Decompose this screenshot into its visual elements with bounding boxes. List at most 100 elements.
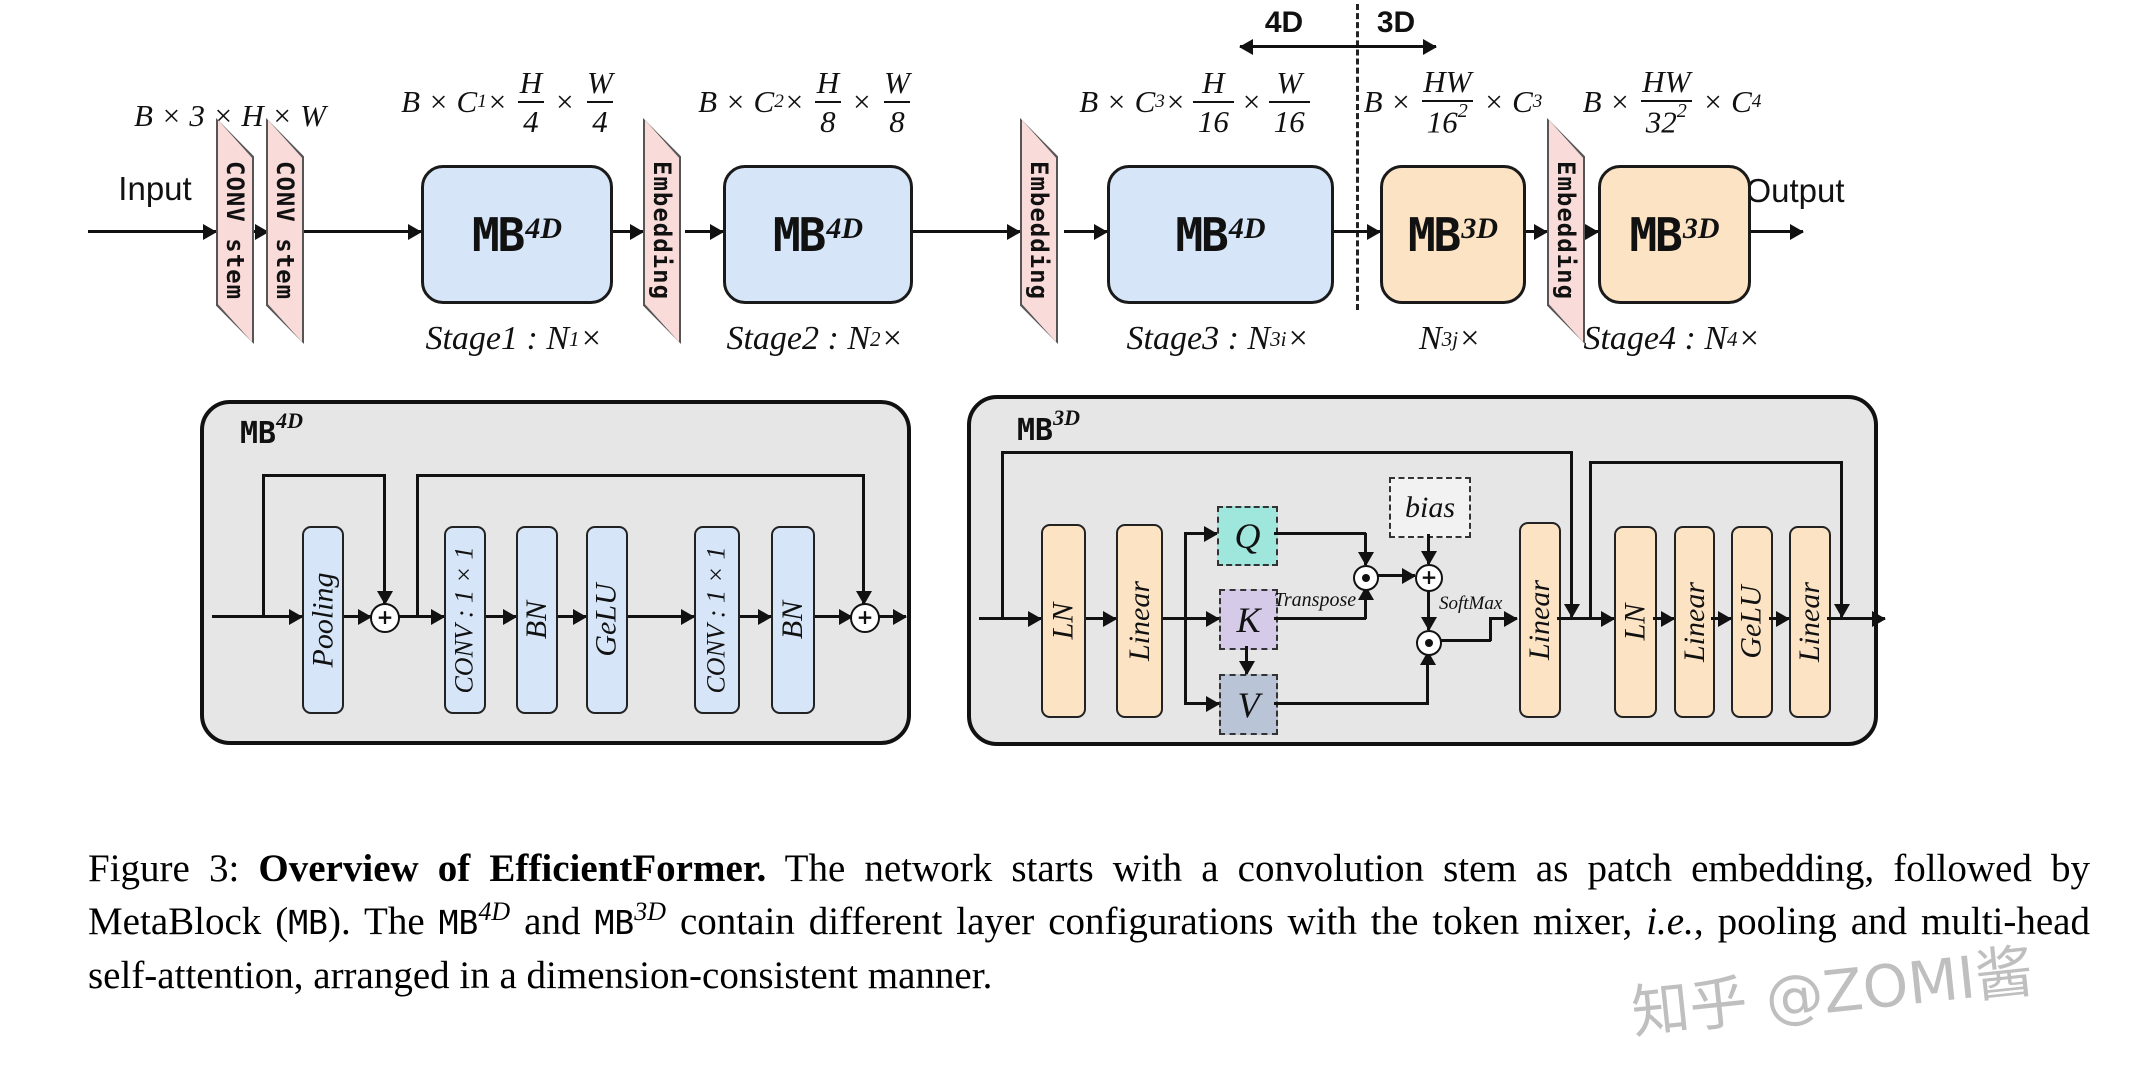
ln-block-2: LN <box>1614 526 1657 718</box>
residual-line <box>262 474 265 616</box>
softmax-arrow <box>1427 588 1430 630</box>
embedding-2: Embedding <box>1020 118 1058 344</box>
attn-out-line <box>1438 639 1491 642</box>
mb3d-panel-title: MB3D <box>1017 405 1081 448</box>
residual-arrow <box>383 474 386 604</box>
flow-arrow-4d-3d <box>1328 230 1380 233</box>
flow-arrow <box>554 615 586 618</box>
flow-arrow-q <box>1184 532 1217 535</box>
input-label: Input <box>118 170 192 207</box>
dimension-divider-dashed-line <box>1356 4 1359 310</box>
flow-arrow <box>607 230 643 233</box>
bias-arrow <box>1427 534 1430 564</box>
conv-stem-2: CONV stem <box>266 118 304 344</box>
add-node-icon: + <box>1415 564 1443 592</box>
mb3d-detail-box: MB3D Q K V Transpose bias <box>967 395 1885 746</box>
add-node-icon: + <box>850 603 880 633</box>
label-4d: 4D <box>1264 6 1304 39</box>
flow-arrow-k <box>1184 617 1219 620</box>
q-arrow <box>1364 533 1367 565</box>
residual-line <box>1589 461 1842 464</box>
k-line <box>1274 617 1366 620</box>
residual-line <box>1001 451 1004 619</box>
residual-line <box>1001 451 1573 454</box>
mb4d-panel-title: MB4D <box>240 408 304 451</box>
flow-arrow <box>685 230 723 233</box>
transpose-label: Transpose <box>1273 589 1357 611</box>
softmax-label: SoftMax <box>1439 593 1503 614</box>
ln-block-1: LN <box>1041 524 1086 718</box>
output-label: Output <box>1745 172 1845 209</box>
residual-line <box>262 474 386 477</box>
matmul-node-icon <box>1416 630 1442 656</box>
flow-arrow-stem <box>252 230 268 233</box>
k-box: K <box>1219 589 1278 650</box>
flow-line <box>1159 617 1185 620</box>
embedding-label: Embedding <box>1025 161 1053 301</box>
flow-arrow <box>907 230 1020 233</box>
conv-stem-label: CONV stem <box>221 161 249 301</box>
figure-caption: Figure 3: Overview of EfficientFormer. T… <box>88 847 2090 997</box>
flow-arrow <box>736 615 771 618</box>
flow-arrow-out <box>1827 617 1885 620</box>
flow-arrow-out <box>876 615 906 618</box>
flow-arrow <box>1520 230 1547 233</box>
flow-arrow-to-stage1 <box>302 230 421 233</box>
conv-stem-1: CONV stem <box>216 118 254 344</box>
embedding-1: Embedding <box>643 118 681 344</box>
flow-arrow <box>482 615 516 618</box>
flow-arrow <box>1082 617 1116 620</box>
linear-block-3: Linear <box>1789 526 1831 718</box>
flow-arrow <box>1064 230 1107 233</box>
mb4d-detail-box: MB4D Pooling CONV : 1 × 1 BN GeLU CONV :… <box>200 400 911 745</box>
embedding-label: Embedding <box>648 161 676 301</box>
flow-arrow <box>1489 617 1517 620</box>
flow-arrow-v <box>1184 702 1219 705</box>
q-line <box>1274 532 1366 535</box>
residual-arrow <box>862 474 865 604</box>
gelu-block: GeLU <box>586 526 628 714</box>
flow-arrow <box>1711 617 1731 620</box>
bias-box: bias <box>1389 477 1471 538</box>
bn-block-2: BN <box>771 526 815 714</box>
residual-arrow <box>1570 451 1573 617</box>
flow-arrow <box>811 615 852 618</box>
embedding-label: Embedding <box>1552 161 1580 301</box>
gelu-block-3d: GeLU <box>1731 526 1773 718</box>
matmul-node-icon <box>1353 565 1379 591</box>
flow-arrow <box>340 615 371 618</box>
residual-line <box>416 474 419 616</box>
flow-arrow <box>1557 617 1614 620</box>
flow-arrow <box>212 615 302 618</box>
k-to-v-arrow <box>1245 646 1248 674</box>
flow-arrow <box>624 615 694 618</box>
linear-block-1: Linear <box>1116 524 1163 718</box>
flow-arrow <box>1653 617 1674 620</box>
residual-line <box>1589 461 1592 619</box>
k-arrow <box>1364 587 1367 619</box>
linear-block-2: Linear <box>1674 526 1715 718</box>
label-3d: 3D <box>1376 6 1416 39</box>
residual-line <box>416 474 863 477</box>
dimension-span-arrow <box>1240 45 1436 48</box>
add-node-icon: + <box>370 603 400 633</box>
linear-attn-block: Linear <box>1519 522 1561 718</box>
flow-arrow <box>1769 617 1789 620</box>
flow-arrow <box>979 617 1041 620</box>
embedding-3: Embedding <box>1547 118 1585 344</box>
dim-label-input: B × 3 × H × W <box>134 98 326 133</box>
